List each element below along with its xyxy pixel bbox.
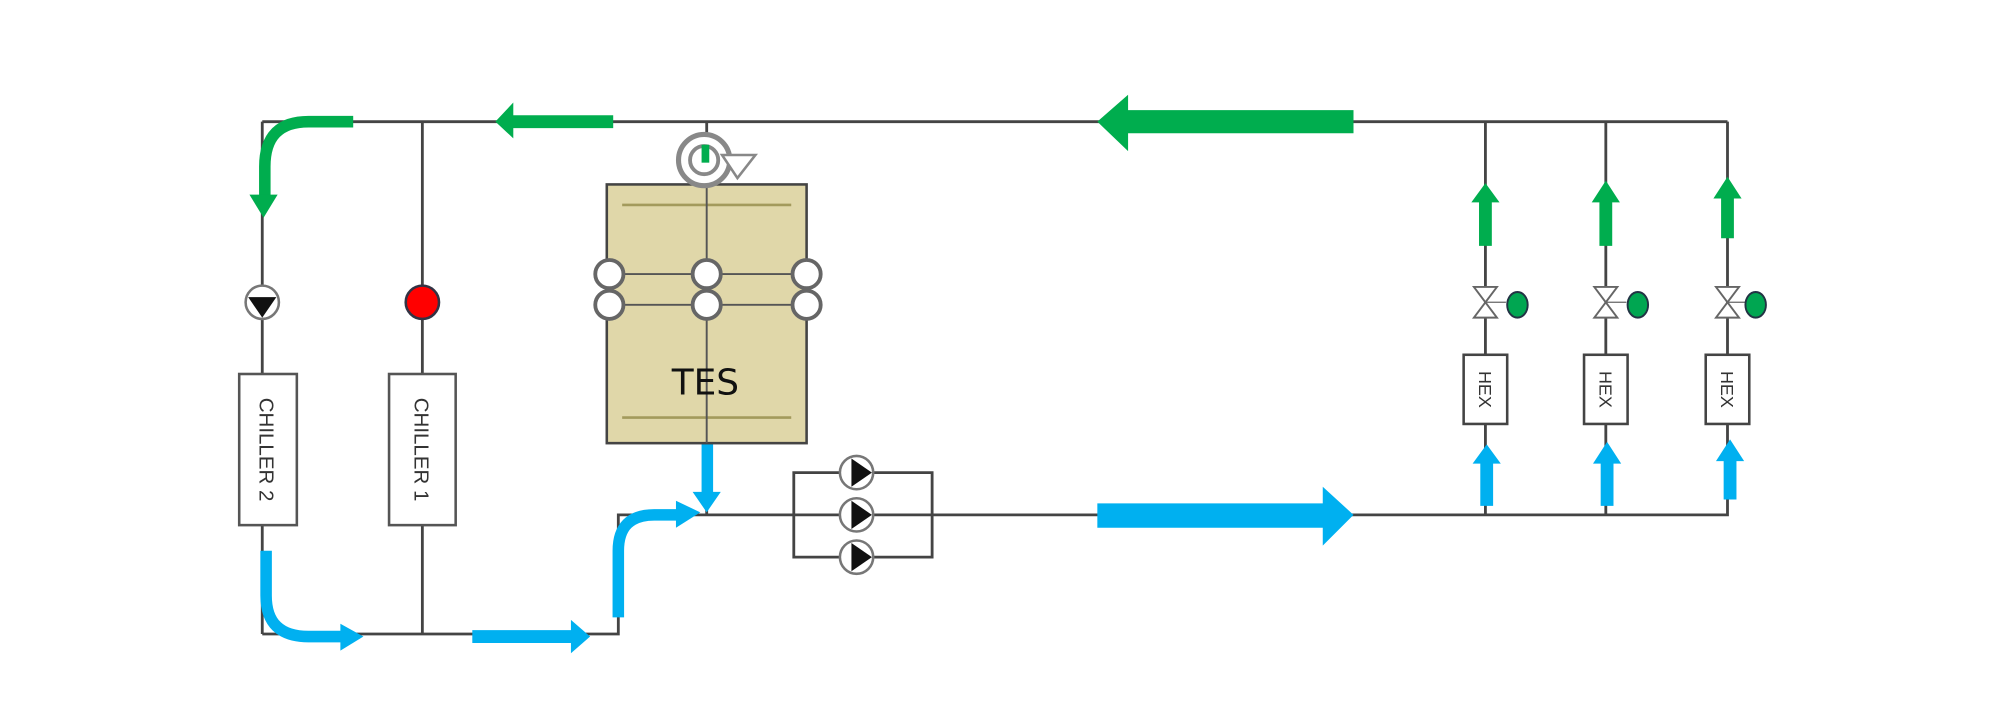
- branch3-blue-up: [1715, 439, 1745, 500]
- load-2[interactable]: HEX: [1582, 285, 1650, 426]
- branch2-blue-up: [1593, 441, 1622, 506]
- arrow-right-bottom: [472, 619, 591, 654]
- arrow-left-small: [495, 102, 614, 139]
- pump-icon[interactable]: [838, 454, 875, 491]
- pump-icon[interactable]: [838, 539, 875, 576]
- load-3[interactable]: HEX: [1704, 285, 1767, 426]
- pump-icon[interactable]: [244, 284, 281, 321]
- pump-bypass: [792, 471, 934, 559]
- branch3-up-arrow: [1713, 176, 1742, 239]
- tes-tank[interactable]: TES: [593, 183, 823, 445]
- load-1[interactable]: HEX: [1462, 285, 1529, 426]
- red-status-indicator[interactable]: [404, 284, 441, 321]
- recirculation-icon[interactable]: [675, 131, 758, 189]
- hex-label: HEX: [1595, 371, 1615, 408]
- arrow-right-large: [1097, 486, 1354, 546]
- valve-status-indicator: [1744, 291, 1767, 319]
- valve-status-indicator: [1506, 291, 1529, 319]
- chiller2-curve-head: [340, 623, 364, 651]
- tes-diffusers: [593, 258, 823, 321]
- hex-label: HEX: [1717, 371, 1737, 408]
- chiller2-curve: [260, 550, 345, 643]
- chiller-1[interactable]: CHILLER 1: [387, 372, 457, 527]
- distribution-pumps: [838, 454, 875, 576]
- branch2-up-arrow: [1591, 180, 1620, 246]
- supply-flow-arrows: [249, 94, 1742, 246]
- chiller-1-label: CHILLER 1: [410, 398, 433, 502]
- chiller-2[interactable]: CHILLER 2: [237, 372, 299, 527]
- tes-label: TES: [671, 362, 739, 403]
- riser-curve: [612, 509, 683, 618]
- branch1-blue-up: [1472, 444, 1501, 506]
- arrow-curve-down-head: [249, 194, 278, 218]
- arrow-left-large: [1097, 94, 1354, 152]
- chiller-2-label: CHILLER 2: [255, 398, 278, 502]
- return-flow-arrows: [260, 439, 1745, 654]
- arrow-curve-down: [259, 115, 354, 199]
- pump-icon[interactable]: [838, 496, 875, 533]
- hex-label: HEX: [1475, 371, 1495, 408]
- branch1-up-arrow: [1471, 183, 1500, 246]
- tes-down-arrow: [692, 443, 721, 513]
- riser-curve-head: [675, 500, 701, 528]
- valve-status-indicator: [1626, 291, 1650, 319]
